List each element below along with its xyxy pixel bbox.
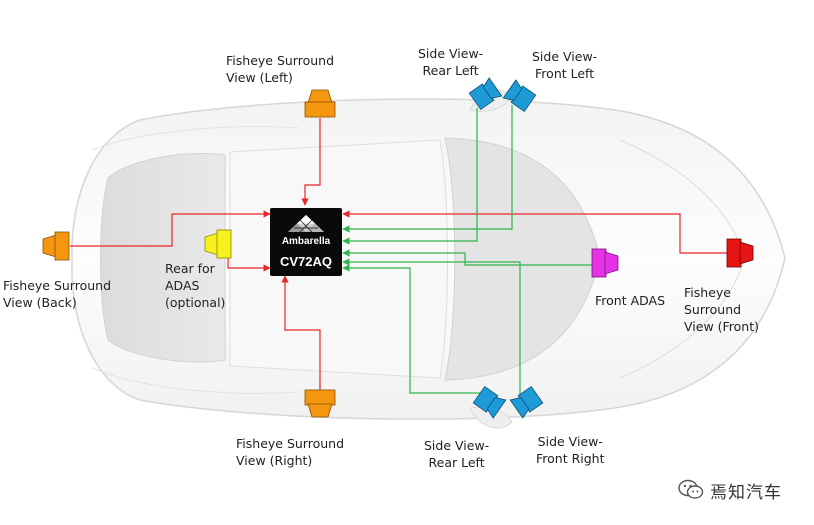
label-side-front-right: Side View- Front Right — [536, 434, 605, 466]
label-rear-adas: Rear for ADAS (optional) — [165, 261, 226, 310]
label-fisheye-right: Fisheye Surround View (Right) — [236, 436, 345, 468]
label-fisheye-back: Fisheye Surround View (Back) — [3, 278, 112, 310]
camera-side-front-right-icon — [509, 385, 544, 419]
camera-side-rear-left-top-icon — [468, 77, 503, 111]
car-silhouette — [71, 89, 786, 429]
watermark: 焉知汽车 — [678, 478, 782, 503]
camera-fisheye-back-icon — [42, 231, 70, 261]
ambarella-logo-icon — [288, 215, 324, 233]
soc-chip: Ambarella CV72AQ — [270, 208, 342, 276]
label-side-front-left: Side View- Front Left — [532, 49, 598, 81]
line-side-front-right — [342, 258, 521, 395]
camera-fisheye-front-icon — [726, 238, 754, 268]
line-fisheye-right — [281, 275, 321, 390]
chip-brand: Ambarella — [282, 236, 331, 247]
line-fisheye-left — [301, 118, 321, 206]
line-fisheye-back — [70, 210, 271, 247]
line-side-rear-left-top — [342, 108, 478, 245]
connections — [70, 105, 740, 395]
wechat-icon — [678, 479, 704, 499]
chip-model: CV72AQ — [280, 254, 332, 269]
line-side-front-left — [342, 105, 513, 233]
camera-side-rear-left-bottom-icon — [472, 385, 507, 419]
camera-rear-adas-icon — [204, 229, 232, 259]
label-fisheye-front: Fisheye Surround View (Front) — [684, 285, 760, 334]
label-side-rear-left-bottom: Side View- Rear Left — [424, 438, 490, 470]
label-fisheye-left: Fisheye Surround View (Left) — [226, 53, 335, 85]
watermark-text: 焉知汽车 — [710, 482, 782, 503]
label-side-rear-left-top: Side View- Rear Left — [418, 46, 484, 78]
line-side-rear-left-bottom — [342, 264, 483, 394]
camera-side-front-left-icon — [502, 79, 537, 113]
label-front-adas: Front ADAS — [595, 293, 666, 308]
camera-fisheye-right-icon — [304, 389, 336, 418]
camera-fisheye-left-icon — [304, 89, 336, 118]
camera-front-adas-icon — [591, 248, 619, 278]
line-front-adas — [342, 249, 592, 266]
